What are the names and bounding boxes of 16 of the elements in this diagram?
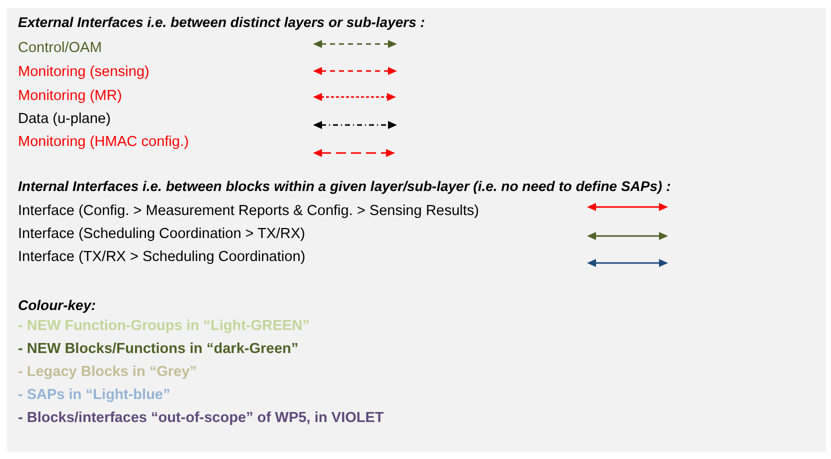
legend-text: Control/OAM <box>18 39 102 57</box>
legend-text: Monitoring (sensing) <box>18 63 150 81</box>
legend-text: Interface (Scheduling Coordination > TX/RX) <box>18 225 306 243</box>
section-heading: External Interfaces i.e. between distinct layers or sub-layers : <box>18 13 425 31</box>
colour-key-entry: - NEW Blocks/Functions in “dark-Green” <box>18 340 298 358</box>
colour-key-entry: - Blocks/interfaces “out-of-scope” of WP5, in VIOLET <box>18 409 384 427</box>
legend-text: Monitoring (MR) <box>18 87 122 105</box>
legend-text: Interface (TX/RX > Scheduling Coordination) <box>18 248 306 266</box>
legend-text: Data (u-plane) <box>18 110 111 128</box>
legend-text: Monitoring (HMAC config.) <box>18 133 189 151</box>
legend-text: Interface (Config. > Measurement Reports & Config. > Sensing Results) <box>18 202 479 220</box>
colour-key-entry: - SAPs in “Light-blue” <box>18 386 170 404</box>
colour-key-entry: - NEW Function-Groups in “Light-GREEN” <box>18 317 310 335</box>
section-heading: Internal Interfaces i.e. between blocks within a given layer/sub-layer (i.e. no need to define SAPs) : <box>18 177 671 195</box>
section-heading: Colour-key: <box>18 296 96 314</box>
colour-key-entry: - Legacy Blocks in “Grey” <box>18 363 197 381</box>
